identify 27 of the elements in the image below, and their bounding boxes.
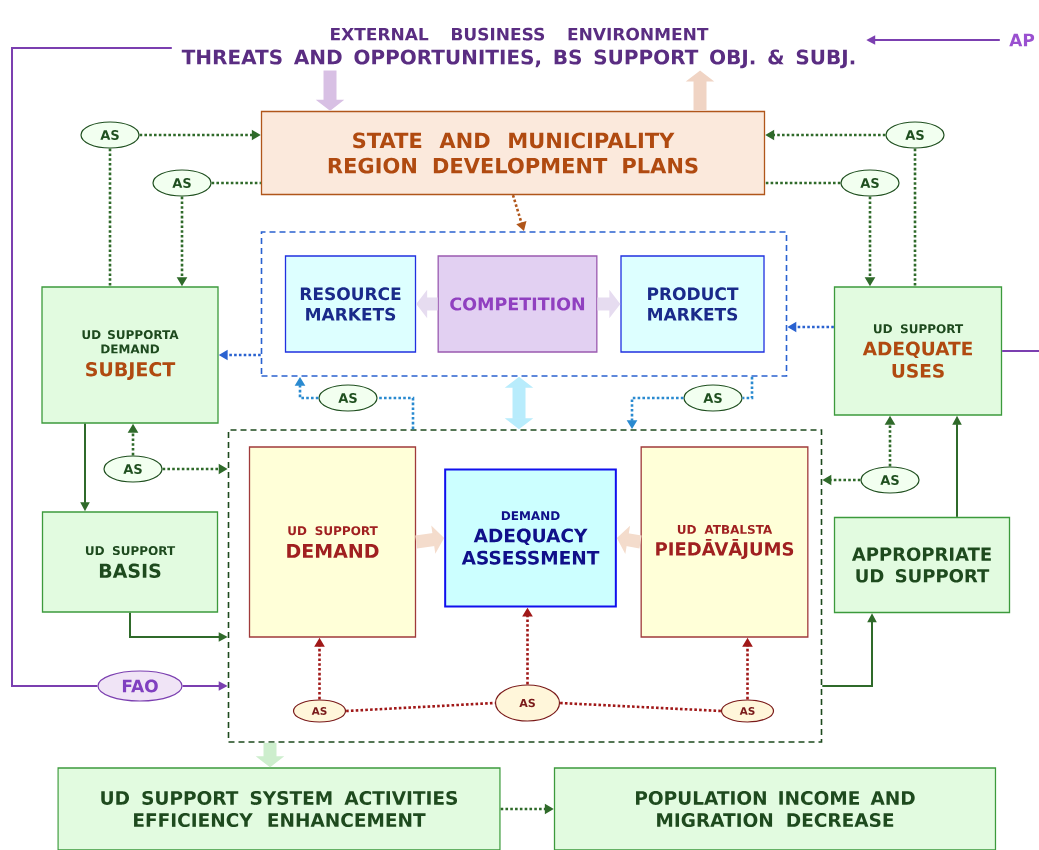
process-box: UD SUPPORT BASIS <box>41 511 219 613</box>
connector-line <box>1001 350 1039 352</box>
side-label: AP <box>1009 33 1035 47</box>
market-box: RESOURCE MARKETS <box>284 255 417 353</box>
process-box: UD SUPPORT DEMAND <box>248 446 417 638</box>
connector-line <box>765 181 841 185</box>
connector-line <box>211 181 261 185</box>
connector-line <box>560 701 721 713</box>
heading: EXTERNAL BUSINESS ENVIRONMENT THREATS AND OPPORTUNITIES, BS SUPPORT OBJ. & SUBJ. <box>181 27 855 69</box>
connector-line <box>377 396 415 430</box>
competition-box: COMPETITION <box>437 255 598 353</box>
connector-line <box>108 148 112 287</box>
plans-box: STATE AND MUNICIPALITY REGION DEVELOPMENT PLANS <box>260 110 766 196</box>
process-frame <box>227 429 823 743</box>
connector-line <box>11 47 173 687</box>
market-box: PRODUCT MARKETS <box>620 255 765 353</box>
result-box: POPULATION INCOME AND MIGRATION DECREASE <box>553 767 997 850</box>
process-box: UD ATBALSTA PIEDĀVĀJUMS <box>640 446 809 638</box>
assessment-box: DEMAND ADEQUACY ASSESSMENT <box>444 468 617 608</box>
connector-line <box>913 148 917 287</box>
process-box: APPROPRIATE UD SUPPORT <box>833 516 1011 614</box>
process-box: UD SUPPORT ADEQUATE USES <box>833 286 1003 416</box>
process-box: UD SUPPORT SYSTEM ACTIVITIES EFFICIENCY ENHANCEMENT <box>57 767 501 850</box>
connector-line <box>742 376 754 400</box>
connector-line <box>346 701 495 713</box>
markets-frame <box>260 231 788 377</box>
process-box: UD SUPPORTA DEMAND SUBJECT <box>41 286 219 424</box>
